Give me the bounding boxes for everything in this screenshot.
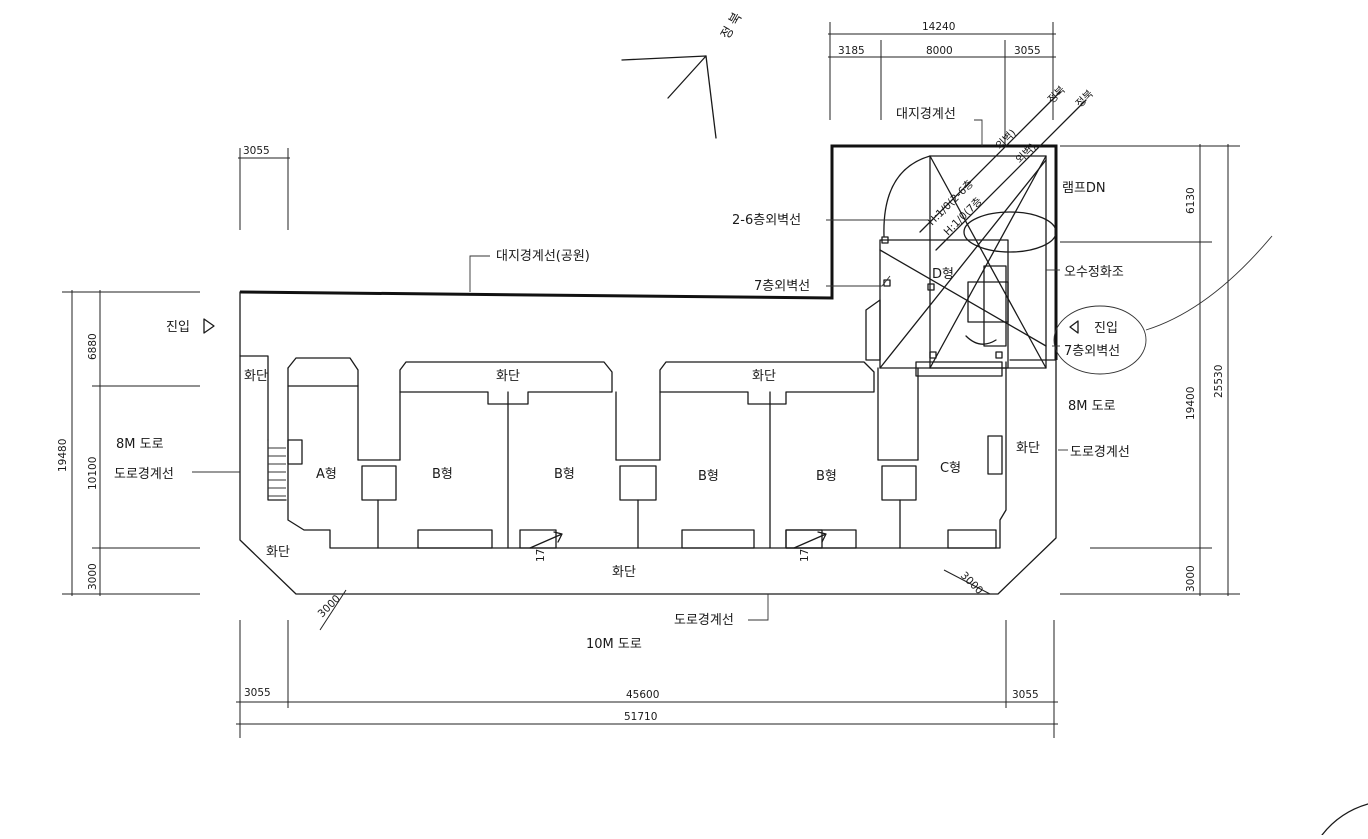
label-wall-7: 7층외벽선 [754, 279, 810, 294]
chamfer-dim-left-line [319, 589, 347, 631]
label-entry-right: 진입 [1094, 321, 1118, 336]
garden-top-1: 화단 [496, 369, 520, 384]
garden-right: 화단 [1016, 441, 1040, 456]
label-entry-left: 진입 [166, 320, 190, 335]
unit-b-3: B형 [698, 469, 719, 484]
unit-a: A형 [316, 467, 337, 482]
dim-top-part-1: 3185 [838, 45, 865, 57]
label-ramp-dn: 램프DN [1062, 181, 1106, 196]
stair-label-1: 17 [535, 549, 547, 562]
dim-top-total: 14240 [922, 21, 955, 33]
chamfer-dim-right-line [943, 569, 991, 595]
label-septic: 오수정화조 [1064, 265, 1124, 280]
bottom-dimension-lines [236, 620, 1058, 738]
label-site-boundary: 대지경계선 [896, 107, 956, 122]
diag-label-2: 정북 [1074, 88, 1096, 110]
site-outline [239, 291, 1057, 595]
dim-bottom-total: 51710 [624, 711, 657, 723]
dim-left-part-3: 3000 [87, 563, 99, 590]
label-leaders [192, 119, 1273, 621]
label-road-10m: 10M 도로 [586, 637, 642, 652]
dim-top-part-2: 8000 [926, 45, 953, 57]
label-road-line-right: 도로경계선 [1070, 445, 1130, 460]
north-label: 정 북 [718, 10, 745, 42]
building-footprint [239, 355, 1007, 549]
dim-right-total: 25530 [1213, 365, 1225, 398]
unit-c: C형 [940, 461, 961, 476]
garden-left: 화단 [244, 369, 268, 384]
dim-bottom-part-1: 3055 [244, 687, 271, 699]
label-wall-7-right: 7층외벽선 [1064, 344, 1120, 359]
unit-d: D형 [932, 267, 954, 282]
dim-left-total: 19480 [57, 439, 69, 472]
chamfer-dim-right: 3000 [958, 570, 985, 597]
dim-left-part-1: 6880 [87, 333, 99, 360]
stair-label-2: 17 [799, 549, 811, 562]
north-arrow-icon [621, 55, 717, 139]
label-road-line-bottom: 도로경계선 [674, 613, 734, 628]
label-site-boundary-park: 대지경계선(공원) [496, 249, 590, 264]
label-road-8m-left: 8M 도로 [116, 437, 164, 452]
dim-small-top-left: 3055 [243, 145, 270, 157]
dim-right-part-2: 19400 [1185, 387, 1197, 420]
height-limit-diagonals [919, 91, 1087, 251]
stair-arrow-1-icon [529, 531, 563, 549]
right-dimension-lines [1060, 144, 1240, 596]
scan-artifact-curve [1321, 803, 1368, 836]
entry-right-arrow-icon [1069, 320, 1079, 334]
unit-b-4: B형 [816, 469, 837, 484]
dim-right-part-3: 3000 [1185, 565, 1197, 592]
stair-arrow-2-icon [793, 531, 827, 549]
entry-left-arrow-icon [203, 318, 215, 334]
garden-bottom: 화단 [612, 565, 636, 580]
diag-label-3: 외벽) [994, 127, 1019, 152]
dim-top-part-3: 3055 [1014, 45, 1041, 57]
garden-bottom-left: 화단 [266, 545, 290, 560]
unit-b-1: B형 [432, 467, 453, 482]
dim-left-part-2: 10100 [87, 457, 99, 490]
dim-right-part-1: 6130 [1185, 187, 1197, 214]
top-dimension-lines [828, 22, 1056, 145]
garden-top-2: 화단 [752, 369, 776, 384]
dim-small-top-left-lines [238, 148, 290, 230]
dim-bottom-part-3: 3055 [1012, 689, 1039, 701]
ramp-tower [865, 155, 1057, 377]
label-road-8m-right: 8M 도로 [1068, 399, 1116, 414]
label-road-line-left: 도로경계선 [114, 467, 174, 482]
label-wall-2-6: 2-6층외벽선 [732, 213, 801, 228]
left-dimension-lines [62, 290, 200, 596]
site-boundary-line [239, 144, 1058, 360]
unit-b-2: B형 [554, 467, 575, 482]
dim-bottom-part-2: 45600 [626, 689, 659, 701]
